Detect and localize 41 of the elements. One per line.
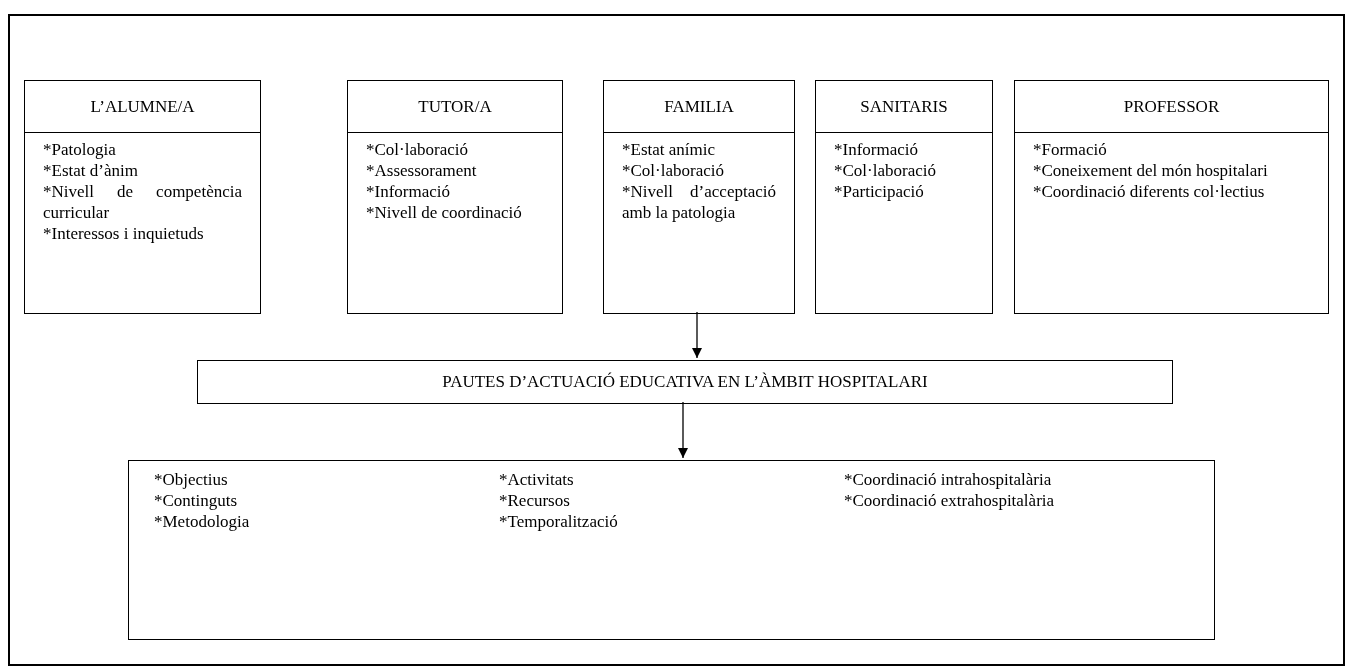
list-item: *Assessorament (366, 160, 478, 181)
list-item: *Col·laboració (622, 160, 725, 181)
list-item: *Col·laboració (834, 160, 937, 181)
arrow (691, 311, 703, 359)
list-item: *Coordinació extrahospitalària (844, 490, 1055, 511)
list-item: *Patologia (43, 139, 117, 160)
category-box (347, 80, 563, 314)
box-heading: FAMILIA (664, 95, 734, 118)
result-box (128, 460, 1215, 640)
process-box (197, 360, 1173, 404)
box-heading: TUTOR/A (418, 95, 492, 118)
list-item: *Formació (1033, 139, 1108, 160)
arrow (677, 401, 689, 459)
list-item: *Objectius (154, 469, 228, 490)
list-item: *Nivell de competència curricular (43, 181, 242, 223)
list-item: *Continguts (154, 490, 238, 511)
list-item: *Nivell d’acceptació amb la patologia (622, 181, 776, 223)
box-heading: L’ALUMNE/A (90, 95, 195, 118)
list-item: *Col·laboració (366, 139, 469, 160)
frame-box (8, 14, 1345, 666)
category-box (24, 80, 261, 314)
box-heading: PROFESSOR (1123, 95, 1220, 118)
list-item: *Participació (834, 181, 925, 202)
list-item: *Recursos (499, 490, 570, 511)
list-item: *Informació (366, 181, 452, 202)
list-item: *Temporalització (499, 511, 618, 532)
box-heading: SANITARIS (860, 95, 948, 118)
category-box (603, 80, 795, 314)
list-item: *Activitats (499, 469, 574, 490)
list-item: *Metodologia (154, 511, 250, 532)
list-item: *Coordinació diferents col·lectius (1033, 181, 1266, 202)
category-box (1014, 80, 1329, 314)
list-item: *Informació (834, 139, 920, 160)
list-item: *Interessos i inquietuds (43, 223, 205, 244)
category-box (815, 80, 993, 314)
list-item: *Coneixement del món hospitalari (1033, 160, 1269, 181)
list-item: *Estat d’ànim (43, 160, 139, 181)
list-item: *Estat anímic (622, 139, 716, 160)
list-item: *Nivell de coordinació (366, 202, 523, 223)
box-title: PAUTES D’ACTUACIÓ EDUCATIVA EN L’ÀMBIT HOSPITALARI (442, 371, 928, 394)
list-item: *Coordinació intrahospitalària (844, 469, 1052, 490)
